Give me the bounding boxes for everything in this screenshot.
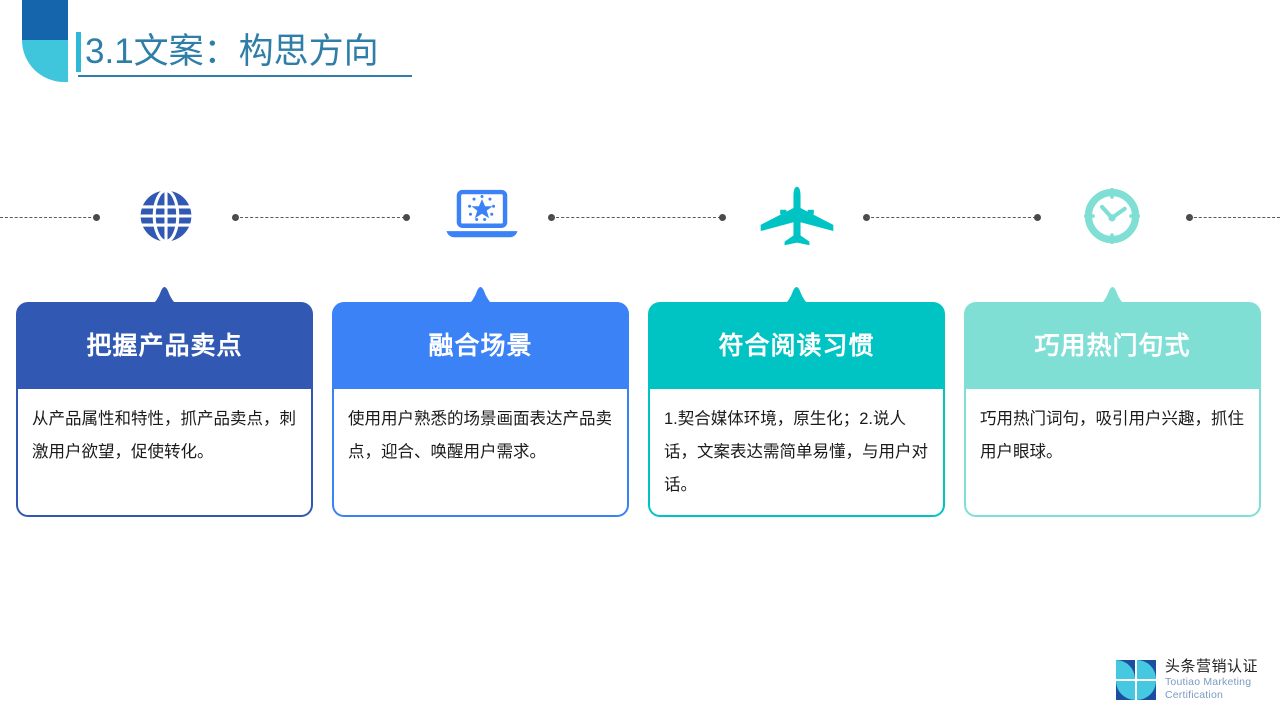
corner-decoration (22, 0, 68, 82)
card-header: 符合阅读习惯 (648, 302, 945, 389)
timeline-node-3 (737, 185, 857, 251)
card-1[interactable]: 把握产品卖点 从产品属性和特性，抓产品卖点，刺激用户欲望，促使转化。 (16, 285, 313, 517)
globe-icon (137, 187, 195, 250)
airplane-icon (757, 185, 837, 252)
timeline-dot (1034, 214, 1041, 221)
timeline-dot (93, 214, 100, 221)
card-header: 巧用热门句式 (964, 302, 1261, 389)
logo-name-cn: 头条营销认证 (1164, 658, 1258, 675)
page-title: 3.1文案：构思方向 (76, 30, 416, 77)
logo-text-block: 头条营销认证 Toutiao Marketing Certification (1165, 658, 1258, 702)
card-notch (648, 285, 945, 311)
title-text: 3.1文案：构思方向 (85, 32, 379, 71)
card-4[interactable]: 巧用热门句式 巧用热门词句，吸引用户兴趣，抓住用户眼球。 (964, 285, 1261, 517)
timeline-segment (1189, 217, 1280, 218)
timeline-dot (403, 214, 410, 221)
card-body-text: 从产品属性和特性，抓产品卖点，刺激用户欲望，促使转化。 (32, 410, 296, 461)
timeline-dot (719, 214, 726, 221)
card-notch (332, 285, 629, 311)
card-2[interactable]: 融合场景 使用用户熟悉的场景画面表达产品卖点，迎合、唤醒用户需求。 (332, 285, 629, 517)
card-title: 融合场景 (428, 331, 533, 360)
logo-name-en-line2: Certification (1164, 689, 1224, 701)
toutiao-logo-icon (1115, 660, 1156, 700)
card-header: 把握产品卖点 (16, 302, 313, 389)
card-title: 符合阅读习惯 (718, 331, 875, 360)
card-body: 1.契合媒体环境，原生化；2.说人话，文案表达需简单易懂，与用户对话。 (648, 389, 945, 517)
laptop-star-icon (443, 188, 521, 249)
clock-icon (1083, 187, 1141, 250)
card-body-text: 使用用户熟悉的场景画面表达产品卖点，迎合、唤醒用户需求。 (348, 410, 612, 461)
brand-logo: 头条营销认证 Toutiao Marketing Certification (1115, 658, 1258, 702)
card-notch (964, 285, 1261, 311)
corner-decoration-top (22, 0, 68, 40)
card-body: 从产品属性和特性，抓产品卖点，刺激用户欲望，促使转化。 (16, 389, 313, 517)
timeline-segment (551, 217, 721, 218)
corner-decoration-bottom (22, 40, 68, 82)
timeline-segment (235, 217, 405, 218)
card-title: 巧用热门句式 (1034, 331, 1191, 360)
card-body-text: 1.契合媒体环境，原生化；2.说人话，文案表达需简单易懂，与用户对话。 (664, 410, 928, 494)
card-3[interactable]: 符合阅读习惯 1.契合媒体环境，原生化；2.说人话，文案表达需简单易懂，与用户对… (648, 285, 945, 517)
timeline-node-4 (1052, 185, 1172, 251)
card-body: 使用用户熟悉的场景画面表达产品卖点，迎合、唤醒用户需求。 (332, 389, 629, 517)
timeline-segment (0, 217, 96, 218)
logo-name-en-line1: Toutiao Marketing (1164, 676, 1252, 688)
card-body-text: 巧用热门词句，吸引用户兴趣，抓住用户眼球。 (980, 410, 1244, 461)
timeline-segment (866, 217, 1036, 218)
timeline (0, 212, 1280, 224)
card-header: 融合场景 (332, 302, 629, 389)
card-notch (16, 285, 313, 311)
title-accent-bar (76, 32, 81, 72)
timeline-node-2 (422, 185, 542, 251)
card-body: 巧用热门词句，吸引用户兴趣，抓住用户眼球。 (964, 389, 1261, 517)
card-title: 把握产品卖点 (86, 331, 243, 360)
timeline-node-1 (106, 185, 226, 251)
title-underline (78, 75, 412, 77)
